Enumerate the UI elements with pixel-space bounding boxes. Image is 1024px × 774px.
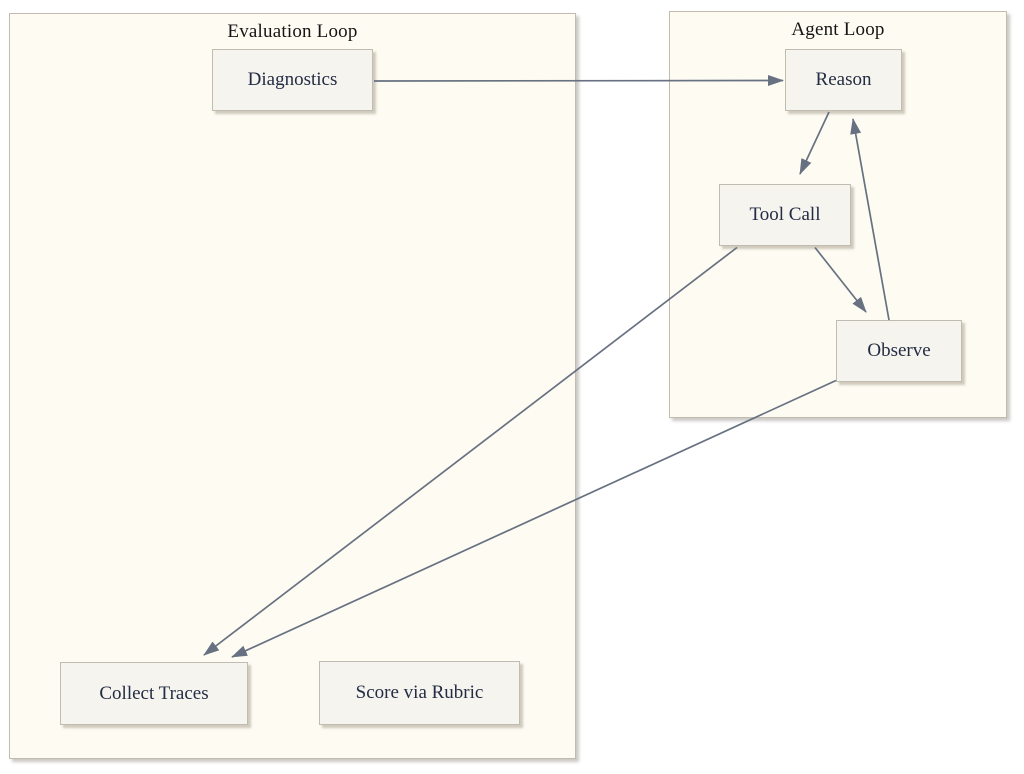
node-score-via-rubric-label: Score via Rubric	[355, 682, 484, 703]
group-title-evaluation-loop: Evaluation Loop	[227, 21, 358, 42]
node-collect-traces: Collect Traces	[60, 662, 248, 725]
node-tool-call: Tool Call	[719, 184, 851, 246]
node-diagnostics-label: Diagnostics	[247, 69, 338, 90]
node-tool-call-label: Tool Call	[749, 204, 821, 225]
node-reason: Reason	[785, 49, 902, 111]
group-evaluation-loop: Evaluation Loop	[9, 13, 576, 759]
node-diagnostics: Diagnostics	[212, 49, 373, 111]
node-score-via-rubric: Score via Rubric	[319, 661, 520, 725]
node-collect-traces-label: Collect Traces	[99, 682, 209, 704]
node-observe-label: Observe	[867, 340, 931, 361]
group-title-agent-loop: Agent Loop	[791, 19, 885, 40]
node-reason-label: Reason	[815, 69, 872, 90]
node-observe: Observe	[836, 320, 962, 382]
